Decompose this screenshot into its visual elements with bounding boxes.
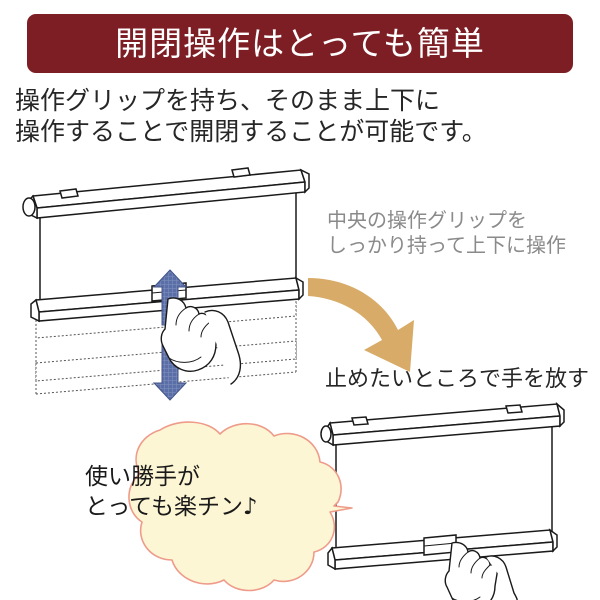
bubble-line-2: とっても楽チン♪ — [85, 494, 258, 520]
blind-panel-released — [320, 401, 565, 571]
hand-releasing-icon — [444, 541, 518, 600]
intro-line-1: 操作グリップを持ち、そのまま上下に — [15, 86, 441, 115]
intro-paragraph: 操作グリップを持ち、そのまま上下に 操作することで開閉することが可能です。 — [15, 85, 575, 147]
grip-caption-line-2: しっかり持って上下に操作 — [327, 233, 566, 257]
header-banner: 開閉操作はとっても簡単 — [27, 14, 573, 73]
grip-caption-line-1: 中央の操作グリップを — [327, 208, 527, 232]
speech-bubble-text: 使い勝手が とっても楽チン♪ — [85, 462, 300, 522]
release-instruction-caption: 止めたいところで手を放す — [325, 367, 590, 392]
bubble-line-1: 使い勝手が — [85, 464, 200, 490]
grip-instruction-caption: 中央の操作グリップを しっかり持って上下に操作 — [327, 208, 592, 258]
blind-panel — [22, 167, 310, 323]
intro-line-2: 操作することで開閉することが可能です。 — [15, 117, 487, 146]
hand-gripping-icon — [160, 297, 242, 385]
page-title: 開閉操作はとっても簡単 — [115, 24, 485, 63]
